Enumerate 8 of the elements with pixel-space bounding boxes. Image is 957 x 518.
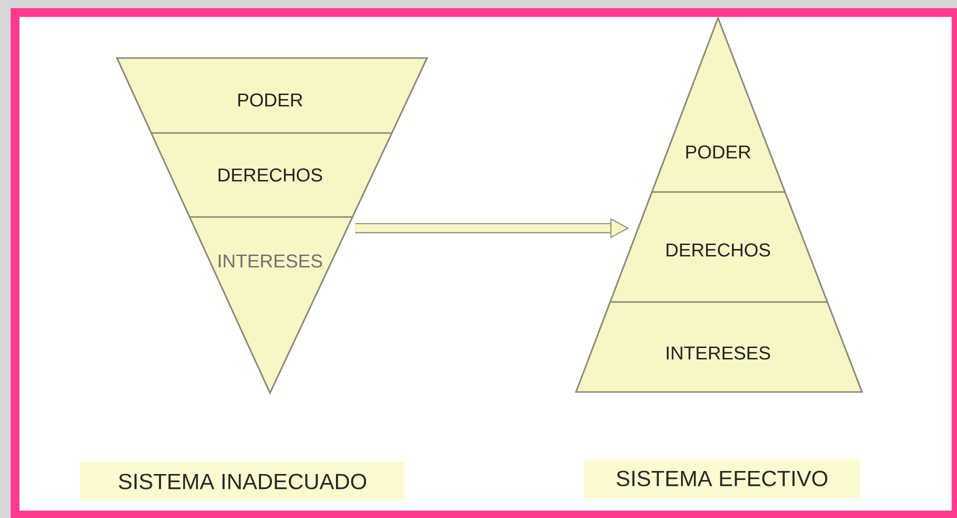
pyramid-layer: PODER [238,93,302,107]
pyramid-layer: INTERESES [610,301,828,360]
caption-box: SISTEMA INADECUADO [80,462,406,501]
pyramid-layer: PODER [686,145,750,159]
caption-box: SISTEMA EFECTIVO [584,459,860,498]
pyramid-layer: DERECHOS [151,132,392,182]
pyramid-layer: INTERESES [190,216,352,268]
pyramid-layer: DERECHOS [652,191,785,257]
